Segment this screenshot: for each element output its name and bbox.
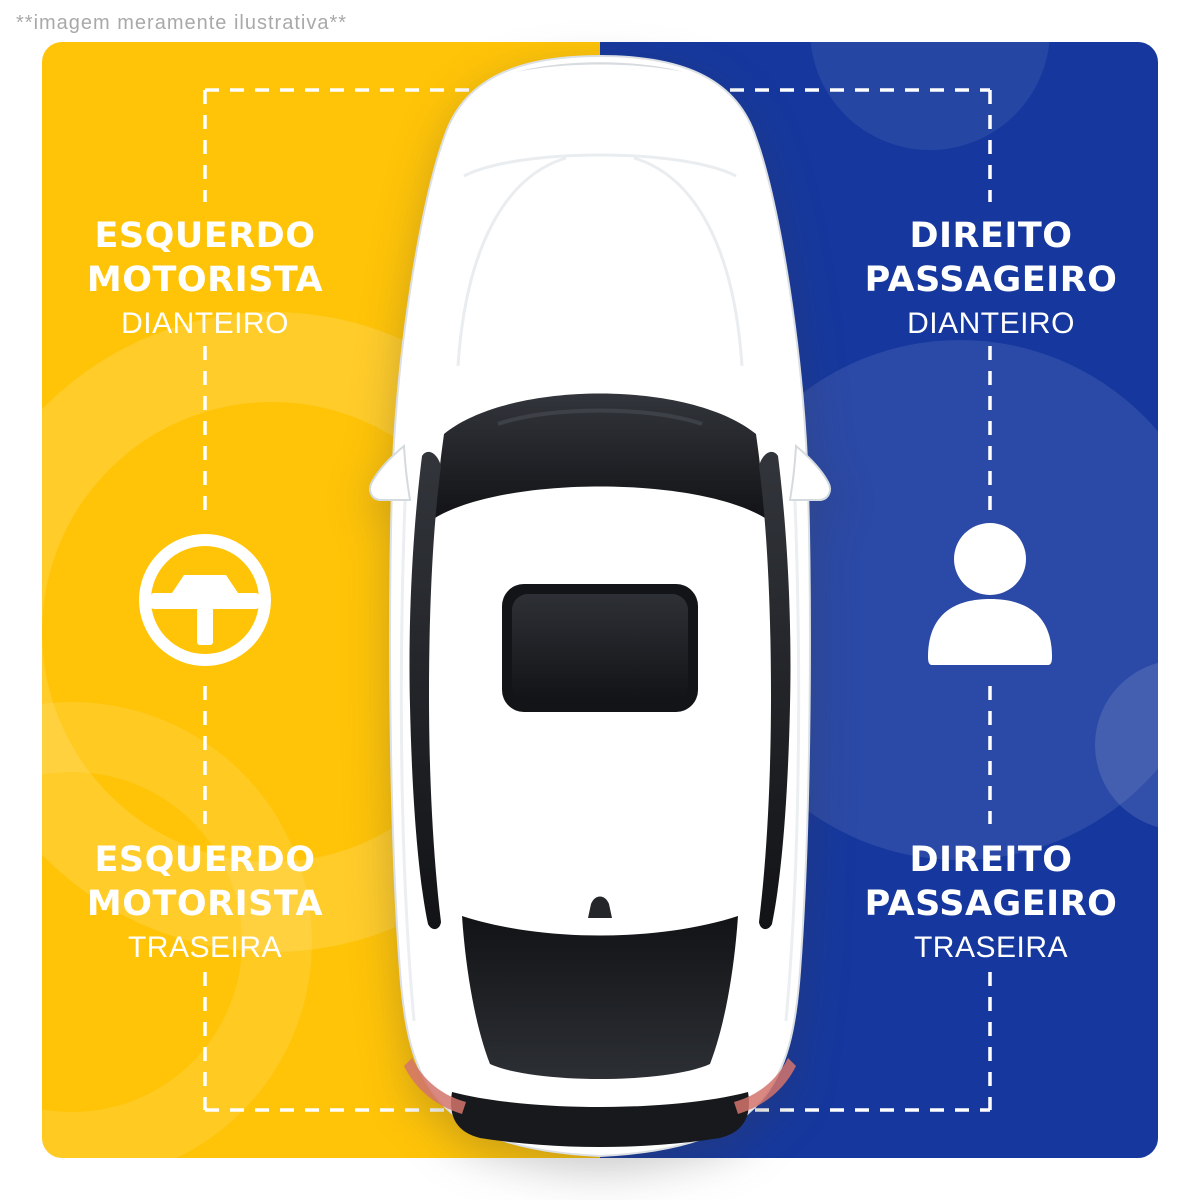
label-line-1: DIREITO — [909, 216, 1073, 256]
right-mirror — [789, 445, 831, 501]
label-line-3: TRASEIRA — [913, 931, 1069, 964]
decor-circle-top — [810, 42, 1050, 150]
label-driver-front: ESQUERDO MOTORISTA DIANTEIRO — [40, 214, 370, 344]
label-line-1: ESQUERDO — [94, 216, 316, 256]
label-passenger-front: DIREITO PASSAGEIRO DIANTEIRO — [826, 214, 1156, 344]
label-passenger-rear: DIREITO PASSAGEIRO TRASEIRA — [826, 838, 1156, 968]
label-line-2: MOTORISTA — [86, 260, 324, 300]
label-line-2: PASSAGEIRO — [864, 260, 1118, 300]
label-line-2: PASSAGEIRO — [864, 884, 1118, 924]
label-line-1: ESQUERDO — [94, 840, 316, 880]
front-edge-line — [516, 62, 684, 72]
disclaimer-text: **imagem meramente ilustrativa** — [16, 12, 348, 34]
car-top-view — [369, 54, 831, 1158]
side-creases — [399, 475, 801, 1022]
label-driver-rear: ESQUERDO MOTORISTA TRASEIRA — [40, 838, 370, 968]
dashboard-hint — [497, 408, 703, 426]
steering-wheel-icon — [128, 523, 282, 682]
label-line-3: TRASEIRA — [127, 931, 283, 964]
label-line-3: DIANTEIRO — [907, 307, 1075, 340]
windshield-glass — [435, 393, 765, 518]
left-mirror — [369, 445, 411, 501]
label-line-1: DIREITO — [909, 840, 1073, 880]
rear-window-glass — [462, 916, 738, 1079]
label-line-3: DIANTEIRO — [121, 307, 289, 340]
antenna-fin — [588, 896, 612, 918]
label-line-2: MOTORISTA — [86, 884, 324, 924]
hood-creases — [456, 153, 744, 367]
trunk-band — [451, 1092, 749, 1147]
sunroof-glass — [512, 594, 688, 702]
person-icon — [902, 507, 1078, 688]
